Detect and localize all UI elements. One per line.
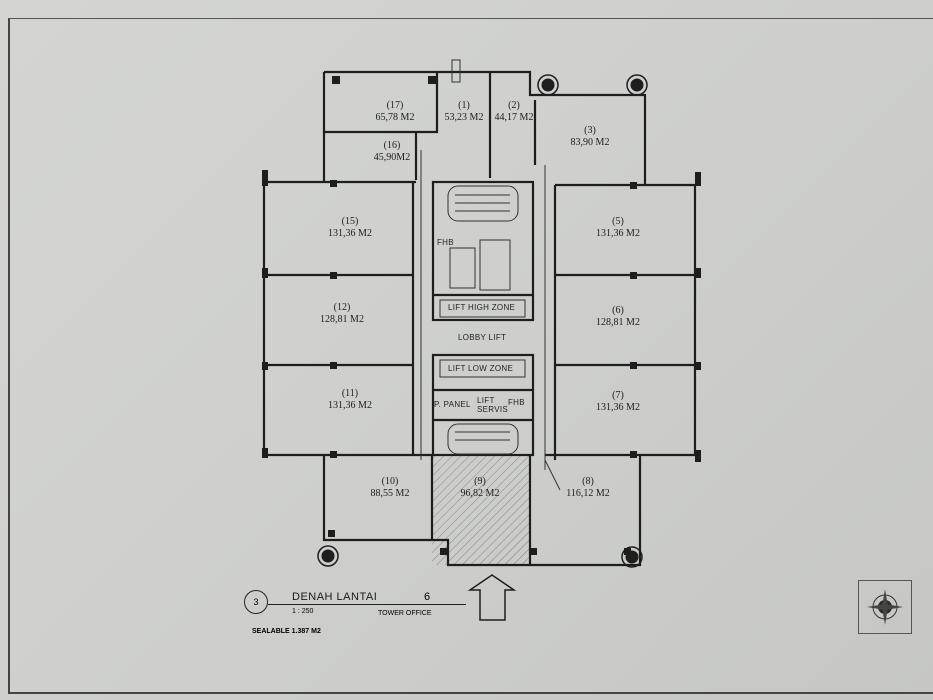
unit-2-label: (2)44,17 M2 xyxy=(494,100,534,123)
entrance-arrow xyxy=(467,574,517,621)
drawing-scale: 1 : 250 xyxy=(292,608,314,615)
lobby-lift-label: LOBBY LIFT xyxy=(458,333,507,342)
fhb-bottom-label: FHB xyxy=(508,398,525,407)
wall-top-right xyxy=(437,70,647,185)
drawing-title: DENAH LANTAI xyxy=(292,591,378,603)
unit-9-label: (9)96,82 M2 xyxy=(460,476,500,499)
lift-low-zone-label: LIFT LOW ZONE xyxy=(448,364,514,373)
unit-8-label: (8)116,12 M2 xyxy=(566,476,610,499)
unit-1-label: (1)53,23 M2 xyxy=(444,100,484,123)
lift-service-label: LIFT SERVIS xyxy=(477,396,508,414)
unit-15-label: (15)131,36 M2 xyxy=(328,216,372,239)
drawing-number: 3 xyxy=(244,590,268,614)
unit-17-label: (17)65,78 M2 xyxy=(375,100,415,123)
unit-5-label: (5)131,36 M2 xyxy=(596,216,640,239)
panel-label: P. PANEL xyxy=(434,400,471,409)
sealable-area: SEALABLE 1.387 M2 xyxy=(252,628,321,635)
unit-10-label: (10)88,55 M2 xyxy=(370,476,410,499)
unit-11-label: (11)131,36 M2 xyxy=(328,388,372,411)
compass-icon xyxy=(858,580,912,634)
unit-7-label: (7)131,36 M2 xyxy=(596,390,640,413)
unit-3-label: (3)83,90 M2 xyxy=(570,125,610,148)
lift-high-zone-label: LIFT HIGH ZONE xyxy=(448,303,516,312)
sheet-border xyxy=(8,18,933,694)
wall-unit-17 xyxy=(322,70,439,134)
title-underline xyxy=(268,604,466,605)
unit-6-label: (6)128,81 M2 xyxy=(596,305,640,328)
fhb-top-label: FHB xyxy=(437,238,454,247)
unit-12-label: (12)128,81 M2 xyxy=(320,302,364,325)
title-block: 3 DENAH LANTAI 6 1 : 250 TOWER OFFICE SE… xyxy=(244,584,469,644)
unit-16-label: (16)45,90M2 xyxy=(373,140,411,163)
floor-number: 6 xyxy=(424,591,431,603)
drawing-subtitle: TOWER OFFICE xyxy=(378,610,432,617)
